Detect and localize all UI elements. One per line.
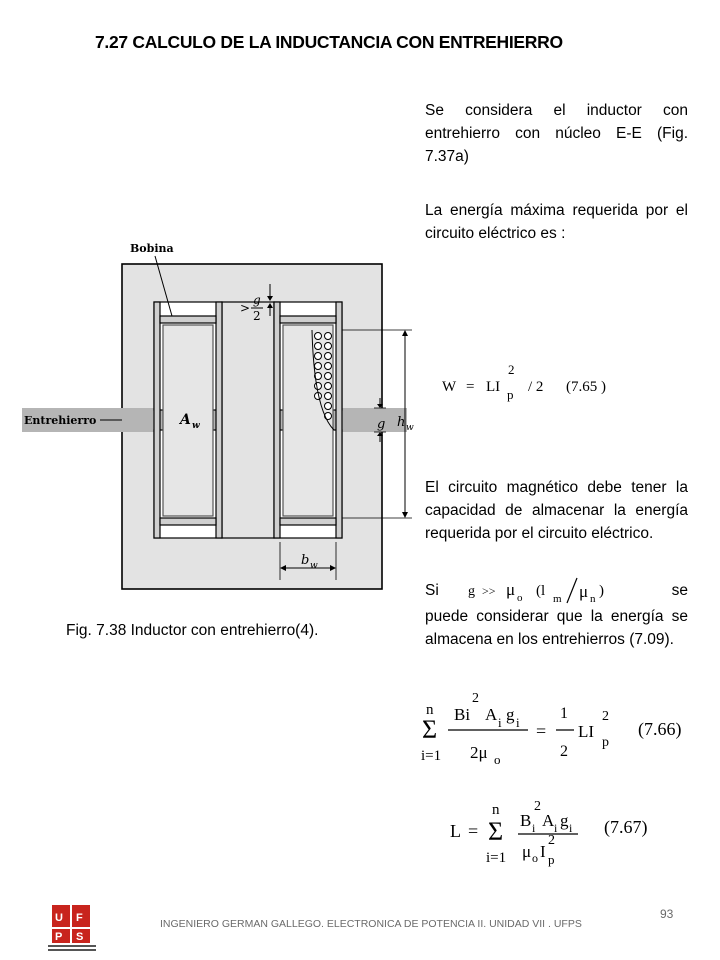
field-line xyxy=(311,329,335,431)
cond-lm-sub: m xyxy=(553,593,562,605)
eq765-term: LI xyxy=(486,379,500,395)
cond-mun-sub: n xyxy=(590,593,596,605)
eq767-eq: = xyxy=(468,821,478,841)
eq766-n: n xyxy=(426,702,434,718)
eq767-den-sub2: p xyxy=(548,852,555,867)
eq767-num-sub2: i xyxy=(554,821,558,835)
paragraph-intro: Se considera el inductor con entrehierro… xyxy=(425,102,688,165)
eq766-term-sup: 2 xyxy=(602,709,609,724)
equation-7-65: W = LI 2 p / 2 (7.65 ) xyxy=(442,362,606,402)
label-hw: h xyxy=(397,415,405,430)
svg-text:U: U xyxy=(55,912,63,924)
eq765-lhs: W xyxy=(442,379,457,395)
eq766-num-sup: 2 xyxy=(472,691,479,706)
eq767-den-sup: 2 xyxy=(548,833,555,848)
cond-g: g xyxy=(468,584,475,599)
eq766-term-sub: p xyxy=(602,735,609,750)
label-entrehierro: Entrehierro xyxy=(24,414,96,427)
label-two: 2 xyxy=(253,309,261,323)
eq766-half-num: 1 xyxy=(560,705,568,722)
paragraph-magnetic: El circuito magnético debe tener la capa… xyxy=(425,479,688,542)
eq767-num-sub3: i xyxy=(569,821,573,835)
label-bobina: Bobina xyxy=(130,242,174,255)
eq767-num: B xyxy=(520,811,531,830)
eq765-eq: = xyxy=(466,379,474,395)
condition-equation: g >> μ o (l m μ n ) xyxy=(468,577,604,605)
footer-text: INGENIERO GERMAN GALLEGO. ELECTRONICA DE… xyxy=(160,918,582,930)
eq766-num: Bi xyxy=(454,705,470,724)
page-title: 7.27 CALCULO DE LA INDUCTANCIA CON ENTRE… xyxy=(95,32,563,52)
label-aw: A xyxy=(178,412,191,428)
paragraph-condition: Si g >> μ o (l m μ n ) se puede consider… xyxy=(425,577,688,651)
eq766-den-sub: o xyxy=(494,752,501,767)
eq767-num-g: g xyxy=(560,811,569,830)
bobbin-wall-right-a xyxy=(273,301,281,539)
eq766-num-g: g xyxy=(506,705,515,724)
eq767-lhs: L xyxy=(450,821,461,841)
equation-7-67: L = n Σ i=1 B i 2 A i g i μ o I 2 p (7.6… xyxy=(450,799,648,867)
equation-7-66: n Σ i=1 Bi 2 A i g i 2μ o = 1 2 LI 2 p (… xyxy=(421,691,682,767)
label-g-gap: g xyxy=(377,417,385,432)
eq765-sup: 2 xyxy=(508,362,515,377)
label-g-top: g xyxy=(253,293,261,307)
eq766-num-a: A xyxy=(485,705,498,724)
conductor-turns xyxy=(314,332,332,420)
eq766-i1: i=1 xyxy=(421,748,441,764)
eq765-sub: p xyxy=(507,387,514,402)
svg-text:P: P xyxy=(55,931,62,943)
paragraph-energy: La energía máxima requerida por el circu… xyxy=(425,202,688,242)
eq766-eq: = xyxy=(536,721,546,741)
eq767-sigma: Σ xyxy=(488,817,503,846)
inductor-figure: Bobina Entrehierro A w > g 2 g h w xyxy=(22,242,414,590)
eq767-den: μ xyxy=(522,842,531,861)
eq766-number: (7.66) xyxy=(638,719,682,740)
eq767-number: (7.67) xyxy=(604,817,648,838)
eq766-half-den: 2 xyxy=(560,743,568,760)
label-bw: b xyxy=(301,553,309,568)
condition-rest: se puede considerar que la energía se al… xyxy=(425,582,689,648)
svg-text:F: F xyxy=(76,912,83,924)
eq766-num-sub: i xyxy=(498,715,502,730)
si-word: Si xyxy=(425,582,439,600)
cond-close: ) xyxy=(599,583,604,599)
svg-text:S: S xyxy=(76,931,83,943)
label-hw-sub: w xyxy=(406,423,414,433)
eq766-sigma: Σ xyxy=(422,715,437,744)
eq767-den-i: I xyxy=(540,842,546,861)
eq767-i1: i=1 xyxy=(486,850,506,866)
label-aw-sub: w xyxy=(192,421,200,431)
eq767-num-sub1: i xyxy=(532,821,536,835)
gap-band-right xyxy=(382,408,407,432)
cond-lm: (l xyxy=(536,583,545,599)
bobbin-wall-right-b xyxy=(335,301,343,539)
center-leg xyxy=(221,301,275,539)
eq766-num-g-sub: i xyxy=(516,715,520,730)
bobbin-top-left xyxy=(159,315,217,324)
eq767-num-sup: 2 xyxy=(534,799,541,814)
cond-mu-sub: o xyxy=(517,592,523,604)
label-bw-sub: w xyxy=(310,561,318,571)
eq766-term: LI xyxy=(578,722,594,741)
eq765-number: (7.65 ) xyxy=(566,379,606,395)
bobbin-wall-left-a xyxy=(153,301,161,539)
bobbin-top-right xyxy=(279,315,337,324)
page-number: 93 xyxy=(660,907,674,921)
ufps-logo: U F P S xyxy=(48,905,96,951)
bobbin-bottom-left xyxy=(159,517,217,526)
cond-mu: μ xyxy=(506,580,515,599)
eq767-n: n xyxy=(492,802,500,818)
label-gt: > xyxy=(240,301,250,315)
eq766-den: 2μ xyxy=(470,743,488,762)
eq767-num-a: A xyxy=(542,811,555,830)
cond-gg: >> xyxy=(482,584,496,598)
bobbin-wall-left-b xyxy=(215,301,223,539)
cond-mun: μ xyxy=(579,582,588,601)
bobbin-bottom-right xyxy=(279,517,337,526)
winding-left xyxy=(162,324,214,517)
eq765-rest: / 2 xyxy=(528,379,543,395)
figure-caption: Fig. 7.38 Inductor con entrehierro(4). xyxy=(66,622,319,639)
eq767-den-sub: o xyxy=(532,851,538,865)
